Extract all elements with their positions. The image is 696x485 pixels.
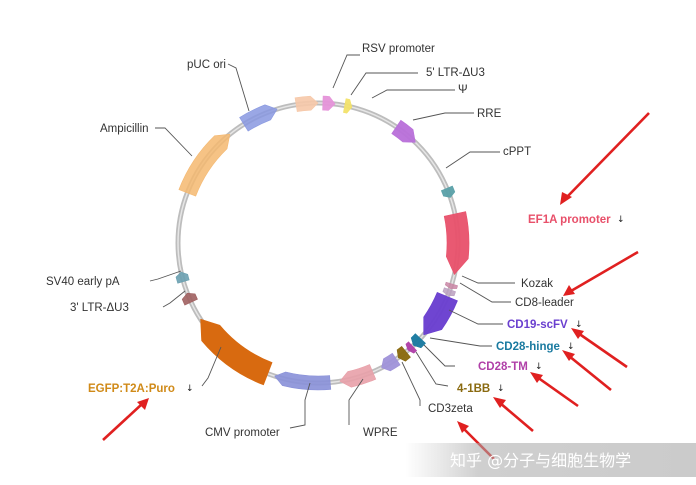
leader-cppt [445, 151, 500, 169]
segment-puc-ori[interactable] [239, 104, 278, 132]
segment-egfp[interactable] [200, 318, 273, 386]
leader-ltr5 [350, 72, 418, 96]
segment-bb41[interactable] [396, 345, 411, 362]
leader-sv40 [149, 270, 182, 282]
leader-psi [371, 89, 455, 99]
leader-cmv [289, 382, 311, 429]
leader-lines [149, 54, 515, 429]
segment-ltr5[interactable] [322, 95, 336, 111]
red-arrow-cd8 [563, 250, 639, 296]
red-arrow-cd28-tm [530, 372, 579, 408]
leader-cd19 [448, 309, 503, 325]
label-cd28-tm[interactable]: CD28-TM [478, 361, 528, 373]
red-arrow-cd28-hinge [562, 350, 612, 392]
watermark-text: 知乎 @分子与细胞生物学 [450, 451, 631, 470]
leader-ltr3 [162, 290, 186, 308]
segment-wpre[interactable] [339, 364, 377, 388]
label-3-ltr: 3' LTR-ΔU3 [70, 302, 129, 314]
leader-puc [227, 63, 250, 112]
chevron-down-icon[interactable]: ↓ [497, 384, 505, 394]
label-cd28-hinge[interactable]: CD28-hinge [496, 341, 560, 353]
leader-cd3z [401, 361, 421, 406]
segment-sv40[interactable] [175, 271, 190, 284]
leader-cd8 [459, 282, 511, 303]
red-arrow-41bb [493, 397, 534, 432]
segment-cd28-hinge[interactable] [410, 333, 426, 349]
label-cppt: cPPT [503, 146, 531, 158]
label-4-1bb[interactable]: 4-1BB [457, 383, 490, 395]
label-cd19-scfv[interactable]: CD19-scFV [507, 319, 568, 331]
watermark: 知乎 @分子与细胞生物学 [405, 443, 696, 477]
label-cd3zeta: CD3zeta [428, 403, 473, 415]
label-5-ltr: 5' LTR-ΔU3 [426, 67, 485, 79]
chevron-down-icon[interactable]: ↓ [186, 384, 194, 394]
segment-ef1a[interactable] [443, 211, 470, 276]
segment-cd8-leader[interactable] [442, 287, 456, 297]
leader-rsv [332, 54, 360, 89]
segment-cmv-promoter[interactable] [274, 371, 332, 391]
label-ef1a-promoter[interactable]: EF1A promoter [528, 214, 611, 226]
feature-labels: RSV promoter 5' LTR-ΔU3 Ψ RRE cPPT Kozak… [46, 43, 611, 439]
watermark-backdrop [405, 443, 696, 477]
chevron-down-icon[interactable]: ↓ [575, 320, 583, 330]
leader-kozak [461, 275, 515, 284]
segment-psi[interactable] [343, 98, 353, 114]
red-arrow-egfp [102, 398, 149, 441]
segment-cd19-scfv[interactable] [423, 292, 458, 336]
label-egfp-t2a-puro[interactable]: EGFP:T2A:Puro [88, 383, 175, 395]
label-cd8-leader: CD8-leader [515, 297, 574, 309]
red-arrow-cd19 [571, 328, 628, 369]
label-rsv-promoter: RSV promoter [362, 43, 435, 55]
label-puc-ori: pUC ori [187, 59, 226, 71]
chevron-down-icon[interactable]: ↓ [617, 215, 625, 225]
label-wpre: WPRE [363, 427, 398, 439]
segment-ltr3[interactable] [181, 292, 198, 306]
label-sv40: SV40 early pA [46, 276, 120, 288]
leader-wpre [348, 378, 364, 425]
segment-kozak[interactable] [444, 281, 458, 289]
leader-cd28h [429, 337, 492, 347]
leader-amp [155, 127, 193, 157]
feature-segments [175, 95, 470, 391]
label-psi: Ψ [458, 84, 468, 96]
chevron-down-icon[interactable]: ↓ [535, 362, 543, 372]
red-arrow-ef1a [560, 112, 650, 205]
segment-cd3zeta[interactable] [381, 352, 401, 372]
segment-rre[interactable] [391, 119, 416, 143]
chevron-down-icon[interactable]: ↓ [567, 342, 575, 352]
label-kozak: Kozak [521, 278, 553, 290]
segment-ampicillin[interactable] [178, 133, 231, 197]
segment-cd28-tm[interactable] [405, 341, 418, 354]
leader-egfp [201, 346, 222, 387]
segment-cppt[interactable] [440, 185, 456, 198]
annotation-arrows [102, 112, 650, 460]
label-ampicillin: Ampicillin [100, 123, 149, 135]
leader-rre [412, 112, 474, 121]
leader-cd28tm [423, 344, 455, 367]
expand-icons: ↓ ↓ ↓ ↓ ↓ ↓ [186, 215, 625, 394]
label-cmv-promoter: CMV promoter [205, 427, 280, 439]
leader-41bb [415, 351, 449, 387]
segment-rsv-promoter[interactable] [294, 95, 319, 112]
label-rre: RRE [477, 108, 502, 120]
